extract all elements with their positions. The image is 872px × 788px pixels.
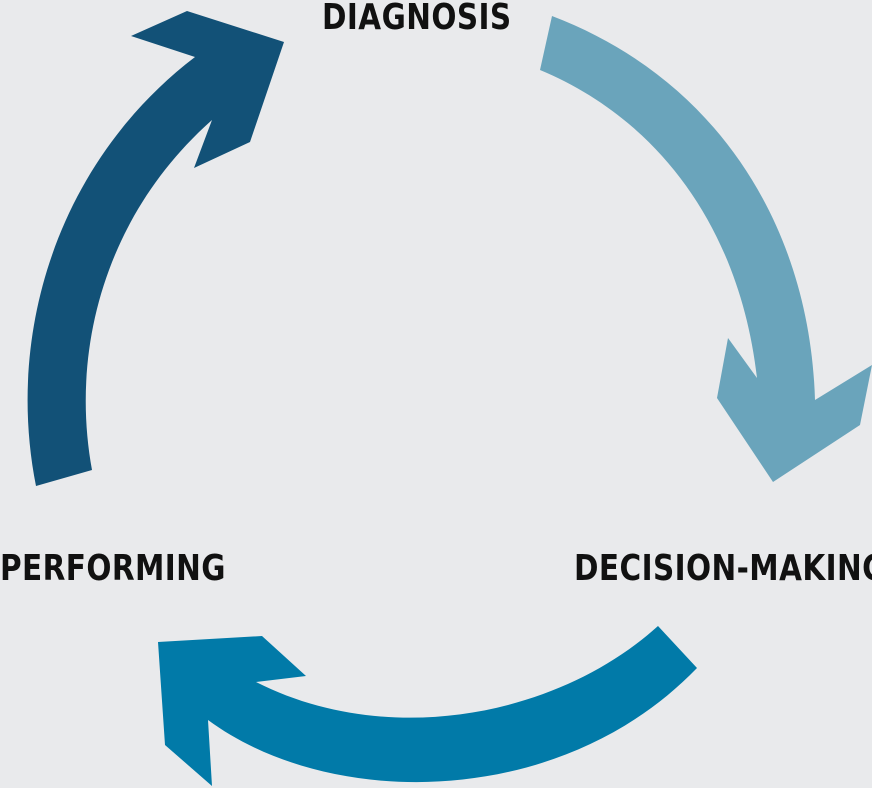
arrow-diagnosis-to-decision xyxy=(540,16,872,482)
arrow-decision-to-performing xyxy=(158,626,697,786)
stage-label-performing: PERFORMING xyxy=(0,548,226,589)
stage-label-decision-making: DECISION-MAKING xyxy=(574,548,872,589)
arrow-performing-to-diagnosis xyxy=(27,11,285,486)
stage-label-diagnosis: DIAGNOSIS xyxy=(322,0,512,38)
